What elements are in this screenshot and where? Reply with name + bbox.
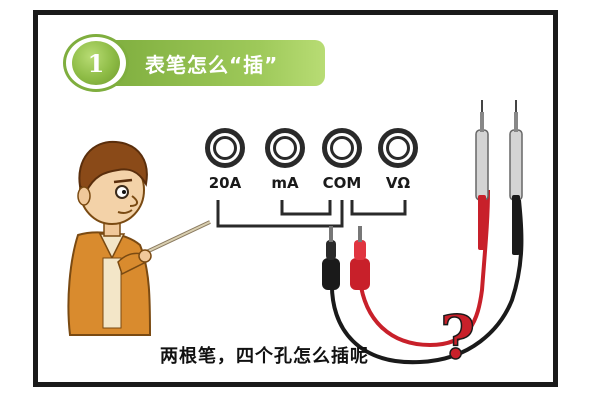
- title-banner: 表笔怎么“插”: [105, 40, 325, 86]
- socket-20a: [205, 128, 245, 168]
- socket-label-com: COM: [322, 174, 362, 192]
- red-probe: [475, 100, 489, 250]
- step-number-badge: 1: [63, 34, 129, 92]
- red-wire: [358, 189, 490, 348]
- socket-com: [322, 128, 362, 168]
- title-text: 表笔怎么“插”: [145, 52, 279, 77]
- socket-label-ma: mA: [271, 174, 299, 192]
- teacher-figure: [67, 140, 211, 336]
- socket-label-20a: 20A: [208, 174, 242, 192]
- step-number: 1: [72, 41, 120, 85]
- question-mark: ?: [440, 303, 475, 373]
- black-plug: [322, 226, 340, 290]
- red-plug: [350, 226, 370, 290]
- socket-ma: [265, 128, 305, 168]
- black-wire: [329, 189, 524, 365]
- caption-text: 两根笔，四个孔怎么插呢: [160, 346, 369, 367]
- socket-brackets: [216, 200, 407, 228]
- socket-v-ohm: [378, 128, 418, 168]
- black-probe: [509, 100, 523, 255]
- socket-label-v-ohm: VΩ: [385, 174, 411, 192]
